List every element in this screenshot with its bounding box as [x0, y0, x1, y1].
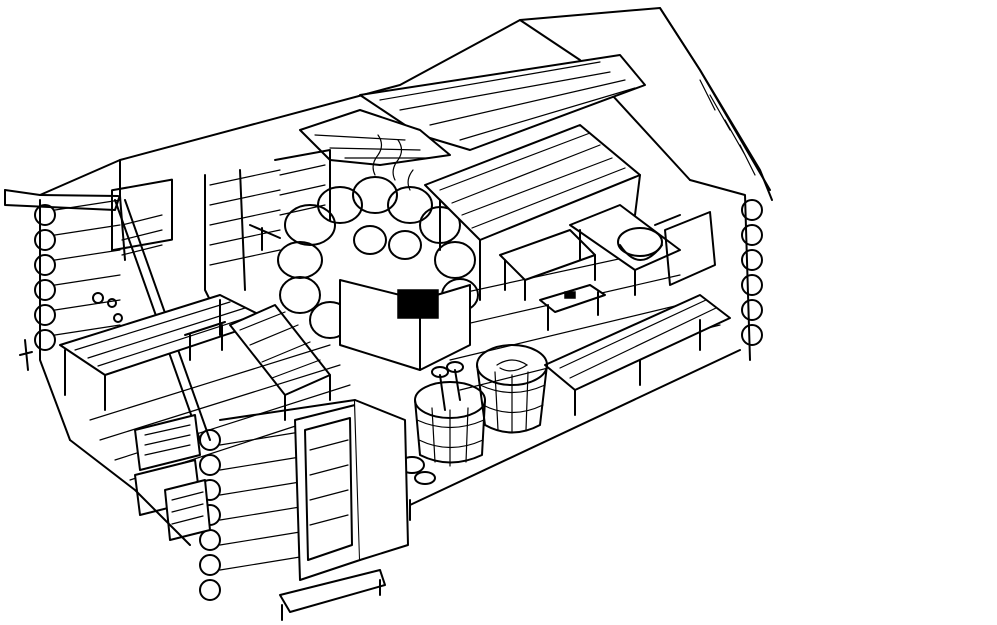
roof — [5, 8, 772, 210]
stone-stove — [250, 135, 478, 370]
left-benches — [60, 295, 330, 420]
left-edge-details — [20, 340, 32, 370]
hanging-cloths — [300, 55, 645, 165]
wooden-barrels — [376, 345, 547, 484]
right-log-wall — [545, 180, 762, 415]
left-log-wall — [35, 150, 330, 440]
front-wall-and-door — [70, 400, 410, 620]
upper-platform — [425, 125, 680, 330]
changing-room-table — [185, 322, 225, 360]
